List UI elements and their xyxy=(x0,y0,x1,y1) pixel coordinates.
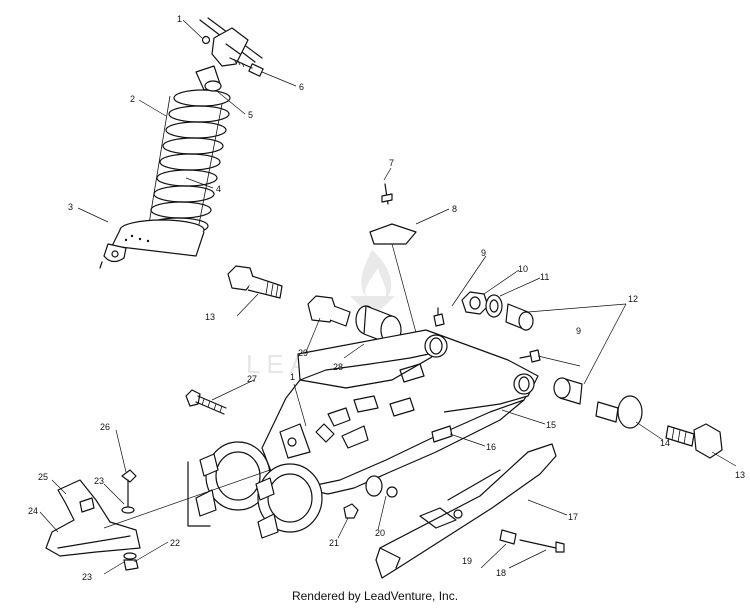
callout-12: 12 xyxy=(628,294,638,304)
callout-23-upper: 23 xyxy=(94,476,104,486)
leader-lines xyxy=(39,19,737,575)
callout-1: 1 xyxy=(177,14,182,24)
bolt-18 xyxy=(519,539,565,553)
bracket-24-25 xyxy=(45,479,141,557)
shock-body xyxy=(99,80,222,269)
callout-labels: 1 2 3 4 5 6 7 8 9 9 10 11 12 13 13 14 15… xyxy=(28,14,745,582)
callout-15: 15 xyxy=(546,420,556,430)
callout-8: 8 xyxy=(452,204,457,214)
pivot-bolt-head-29 xyxy=(307,295,351,327)
callout-1-lower: 1 xyxy=(290,372,295,382)
pivot-bolt-left xyxy=(227,265,283,299)
hub-bracket-frame xyxy=(187,461,211,527)
callout-7: 7 xyxy=(389,158,394,168)
callout-21: 21 xyxy=(329,538,339,548)
callout-3: 3 xyxy=(68,202,73,212)
grease-fitting-upper xyxy=(433,307,445,327)
callout-6: 6 xyxy=(299,82,304,92)
callout-24: 24 xyxy=(28,506,38,516)
shock-mount-bracket xyxy=(199,17,263,67)
bushing-12-lower xyxy=(553,377,583,405)
hex-nut-10 xyxy=(461,291,489,315)
spacer-19 xyxy=(499,529,517,545)
bolt-26 xyxy=(121,469,137,509)
callout-29: 29 xyxy=(298,348,308,358)
callout-25: 25 xyxy=(38,472,48,482)
top-screw-7 xyxy=(381,183,393,205)
shock-bolt xyxy=(229,57,264,77)
rear-hub-left xyxy=(195,441,271,517)
callout-13-right: 13 xyxy=(735,470,745,480)
nut-22 xyxy=(123,559,139,571)
slide-rail-17 xyxy=(375,443,557,579)
callout-11: 11 xyxy=(540,272,549,282)
callout-26: 26 xyxy=(100,422,110,432)
callout-9-right: 9 xyxy=(576,326,581,336)
callout-19: 19 xyxy=(462,556,472,566)
nut-21 xyxy=(343,503,359,519)
swingarm xyxy=(261,329,539,495)
callout-5: 5 xyxy=(248,110,253,120)
washer-11 xyxy=(485,294,503,318)
callout-17: 17 xyxy=(568,512,578,522)
bushing-12-upper xyxy=(505,303,534,331)
washers-23 xyxy=(121,506,137,560)
pivot-bolt-right xyxy=(665,423,723,459)
grease-fitting-right xyxy=(519,349,541,363)
callout-18: 18 xyxy=(496,568,506,578)
render-credit: Rendered by LeadVenture, Inc. xyxy=(291,589,459,603)
flanged-bolt-14 xyxy=(595,395,643,429)
callout-28: 28 xyxy=(333,362,343,372)
callout-9-upper: 9 xyxy=(481,248,486,258)
callout-14: 14 xyxy=(660,438,670,448)
callout-23-lower: 23 xyxy=(82,572,92,582)
callout-22: 22 xyxy=(170,538,180,548)
shock-spring xyxy=(147,89,231,241)
callout-10: 10 xyxy=(518,264,528,274)
callout-13-left: 13 xyxy=(205,312,215,322)
top-plate-8 xyxy=(369,223,419,341)
callout-4: 4 xyxy=(216,184,221,194)
rear-hub-right xyxy=(255,463,323,539)
grommet-20 xyxy=(365,475,398,498)
bracket-assembly-line xyxy=(103,469,271,529)
long-bolt-27 xyxy=(185,389,227,415)
callout-27: 27 xyxy=(247,374,257,384)
callout-16: 16 xyxy=(486,442,496,452)
callout-20: 20 xyxy=(375,528,385,538)
callout-2: 2 xyxy=(130,94,135,104)
